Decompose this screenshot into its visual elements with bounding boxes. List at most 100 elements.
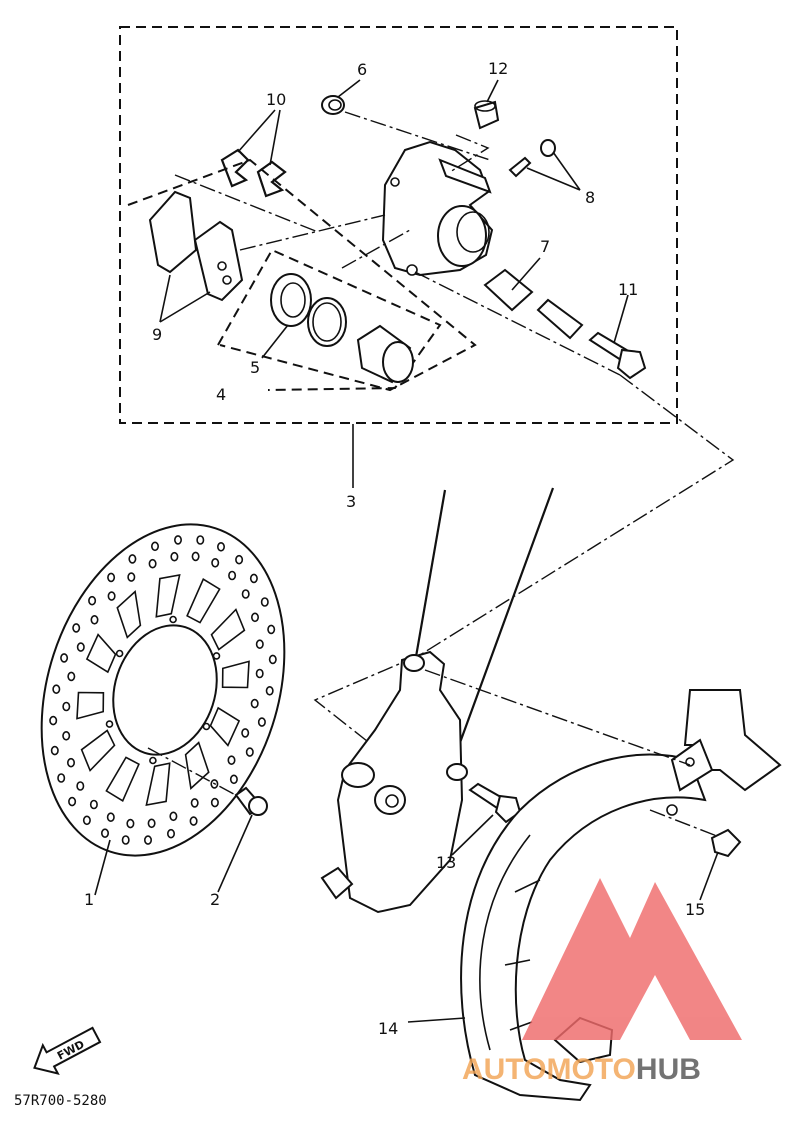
- axis-line-3: [174, 174, 319, 233]
- disc-vent-hole: [257, 717, 266, 727]
- callout-7: 7: [540, 237, 550, 256]
- caliper-assembly-box: [119, 26, 678, 424]
- caliper-body: [381, 140, 494, 277]
- disc-spoke-slot: [76, 691, 105, 720]
- disc-vent-hole: [76, 642, 85, 652]
- axis-line-4: [239, 214, 386, 251]
- disc-vent-hole: [210, 797, 219, 808]
- disc-spoke-slot: [145, 762, 171, 807]
- disc-vent-hole: [191, 551, 200, 562]
- mount-leader-line: [313, 374, 735, 781]
- part-10-pad-clips: [220, 148, 287, 198]
- callout-leaders: [94, 79, 719, 1023]
- callout-10: 10: [266, 90, 286, 109]
- part-5-seals: [270, 273, 347, 347]
- disc-vent-hole: [245, 747, 254, 757]
- watermark-triangle-icon: [522, 878, 742, 1040]
- part-7-boot-and-pin: [483, 268, 584, 340]
- disc-vent-hole: [57, 773, 66, 783]
- part-15-bolt: [710, 828, 742, 858]
- disc-vent-hole: [169, 811, 178, 822]
- disc-vent-hole: [50, 745, 59, 756]
- part-11-bolt: [588, 331, 647, 380]
- disc-vent-hole: [126, 818, 135, 829]
- disc-vent-hole: [90, 614, 99, 625]
- disc-vent-hole: [88, 595, 97, 606]
- axis-line-6: [414, 271, 621, 376]
- watermark-text-dark: HUB: [636, 1053, 701, 1086]
- callout-11: 11: [618, 280, 638, 299]
- disc-vent-hole: [107, 591, 116, 601]
- svg-text:AUTOMOTOHUB: AUTOMOTOHUB: [462, 1053, 701, 1086]
- disc-spoke-slots: [76, 573, 250, 807]
- disc-vent-hole: [148, 558, 157, 569]
- disc-spoke-slot: [116, 590, 142, 639]
- disc-vent-hole: [170, 551, 179, 562]
- disc-vent-hole: [211, 557, 220, 568]
- disc-vent-hole: [72, 623, 81, 633]
- callout-4: 4: [216, 385, 226, 404]
- disc-vent-hole: [189, 816, 198, 826]
- disc-spoke-slot: [221, 660, 250, 689]
- disc-bolt-axis-line: [147, 747, 246, 801]
- disc-vent-hole: [128, 554, 137, 564]
- part-13-bolt: [468, 782, 522, 824]
- disc-spoke-slot: [209, 706, 241, 747]
- disc-vent-hole: [101, 828, 110, 839]
- disc-spoke-slot: [85, 633, 117, 674]
- callout-12: 12: [488, 59, 508, 78]
- disc-vent-hole: [217, 541, 226, 552]
- guard-axis-line: [424, 669, 691, 766]
- fork-leg: [320, 487, 555, 914]
- disc-vent-hole: [251, 612, 260, 623]
- callout-3: 3: [346, 492, 356, 511]
- disc-bolt-holes: [105, 615, 221, 765]
- part-4-piston: [356, 324, 414, 384]
- disc-spoke-slot: [155, 573, 181, 618]
- disc-vent-hole: [249, 573, 258, 584]
- disc-vent-hole: [260, 597, 269, 607]
- disc-vent-hole: [89, 799, 98, 810]
- disc-vent-hole: [190, 798, 199, 808]
- callout-2: 2: [210, 890, 220, 909]
- disc-vent-hole: [241, 589, 250, 599]
- part-2-disc-bolt: [234, 786, 268, 816]
- disc-vent-hole: [76, 781, 85, 791]
- drawing-code: 57R700-5280: [14, 1093, 107, 1109]
- disc-vent-hole: [167, 828, 176, 839]
- axis-line-5: [341, 229, 411, 269]
- disc-vent-hole: [241, 728, 250, 738]
- callout-13: 13: [436, 853, 456, 872]
- callout-8: 8: [585, 188, 595, 207]
- disc-spoke-slot: [186, 578, 221, 624]
- guard-axis-line-2: [649, 809, 723, 839]
- pad-set-dashed-box: [127, 158, 477, 392]
- disc-bolt-hole: [169, 615, 177, 624]
- callout-6: 6: [357, 60, 367, 79]
- disc-vent-hole: [255, 668, 264, 679]
- fwd-arrow: FWD: [33, 1026, 102, 1076]
- disc-vent-hole: [250, 698, 259, 709]
- axis-line-1: [344, 111, 491, 161]
- watermark-logo: AUTOMOTOHUB: [462, 878, 742, 1086]
- disc-bolt-hole: [105, 720, 114, 728]
- disc-spoke-slot: [105, 756, 140, 802]
- callout-14: 14: [378, 1019, 398, 1038]
- disc-vent-hole: [265, 685, 274, 696]
- callout-labels: 1 2 3 4 5 6 7 8 9 10 11 12 13 14 15: [84, 59, 705, 1038]
- disc-vent-hole: [229, 774, 238, 785]
- disc-vent-hole: [235, 554, 244, 565]
- disc-vent-hole: [60, 653, 69, 663]
- disc-vent-hole: [82, 815, 91, 826]
- disc-vent-hole: [106, 812, 115, 823]
- disc-vent-hole: [147, 818, 156, 829]
- part-6-bushing: [321, 95, 345, 115]
- piston-seal-dashed-box: [217, 248, 442, 391]
- disc-vent-hole: [174, 535, 183, 545]
- disc-vent-holes: [49, 535, 277, 845]
- disc-vent-hole: [67, 757, 76, 768]
- part-1-brake-disc: [40, 523, 286, 857]
- disc-vent-hole: [62, 730, 71, 741]
- disc-vent-hole: [52, 684, 61, 695]
